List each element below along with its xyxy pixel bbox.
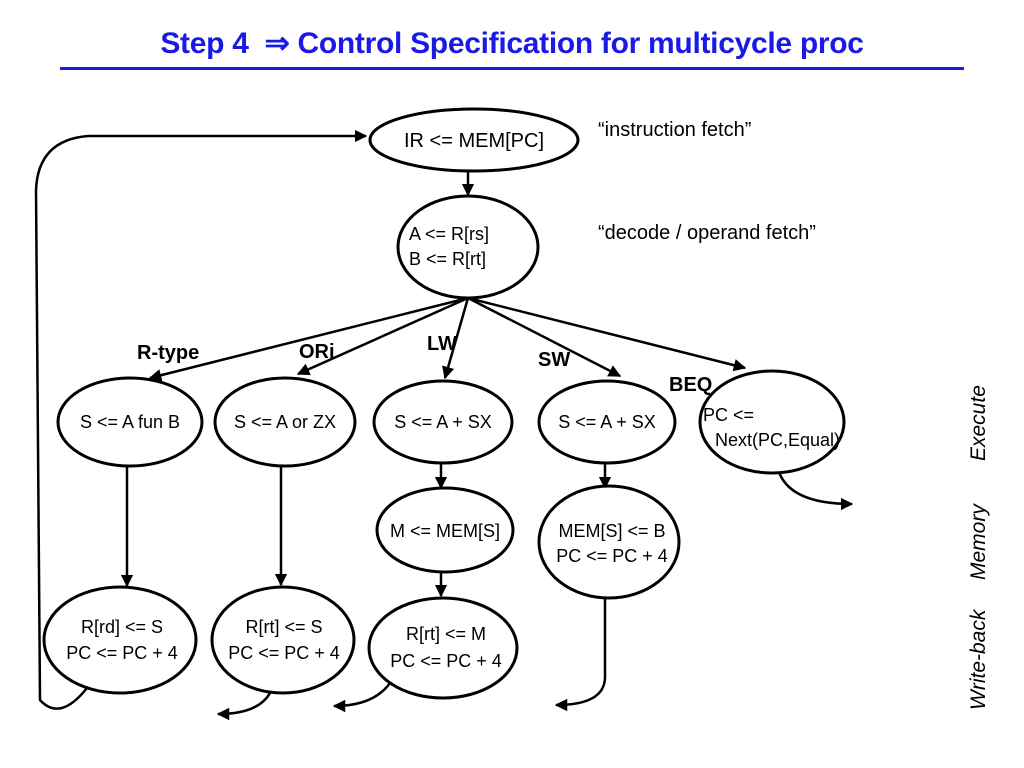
- note-instruction-fetch: “instruction fetch”: [598, 119, 751, 141]
- state-text: PC <=Next(PC,Equal): [703, 405, 840, 450]
- state-text: S <= A fun B: [80, 412, 180, 432]
- arrow-decode-to-sw: [467, 296, 622, 378]
- state-ori-exec: S <= A or ZX: [213, 376, 357, 468]
- state-fetch: IR <= MEM[PC]: [368, 107, 580, 173]
- label-beq: BEQ: [669, 374, 712, 396]
- phase-memory: Memory: [967, 503, 990, 580]
- state-rtype-exec: S <= A fun B: [56, 376, 204, 468]
- label-sw: SW: [538, 349, 570, 371]
- label-rtype: R-type: [137, 342, 199, 364]
- state-text: A <= R[rs]B <= R[rt]: [409, 224, 489, 269]
- state-text: S <= A + SX: [394, 412, 492, 432]
- arrow-decode-to-beq: [467, 296, 747, 372]
- state-text: S <= A + SX: [558, 412, 656, 432]
- state-decode: A <= R[rs]B <= R[rt]: [396, 194, 540, 300]
- arrow-decode-to-rtype: [148, 296, 469, 382]
- state-text: S <= A or ZX: [234, 412, 336, 432]
- state-text: M <= MEM[S]: [390, 521, 500, 541]
- transitions: [34, 129, 854, 721]
- label-ori: ORi: [299, 341, 335, 363]
- state-lw-exec: S <= A + SX: [372, 379, 514, 465]
- arrow-beq-out: [776, 468, 854, 511]
- title-underline: [60, 67, 964, 70]
- state-lw-mem: M <= MEM[S]: [375, 486, 515, 574]
- note-decode-operand-fetch: “decode / operand fetch”: [598, 222, 816, 244]
- arrow-ori-wb-out: [216, 692, 272, 721]
- label-lw: LW: [427, 333, 457, 355]
- arrow-sw-mem-out: [554, 598, 607, 712]
- arrow-lw-wb-out: [332, 679, 394, 713]
- slide-title: Step 4 ⇒ Control Specification for multi…: [160, 27, 864, 60]
- arrow-return-to-fetch: [34, 129, 368, 710]
- state-text: IR <= MEM[PC]: [404, 130, 544, 152]
- arrow-decode-to-ori: [296, 296, 469, 376]
- arrow-decode-to-lw: [442, 297, 470, 380]
- phase-execute: Execute: [967, 385, 990, 461]
- phase-writeback: Write-back: [967, 608, 990, 710]
- state-beq-exec: PC <=Next(PC,Equal): [698, 369, 846, 475]
- state-sw-exec: S <= A + SX: [537, 379, 677, 465]
